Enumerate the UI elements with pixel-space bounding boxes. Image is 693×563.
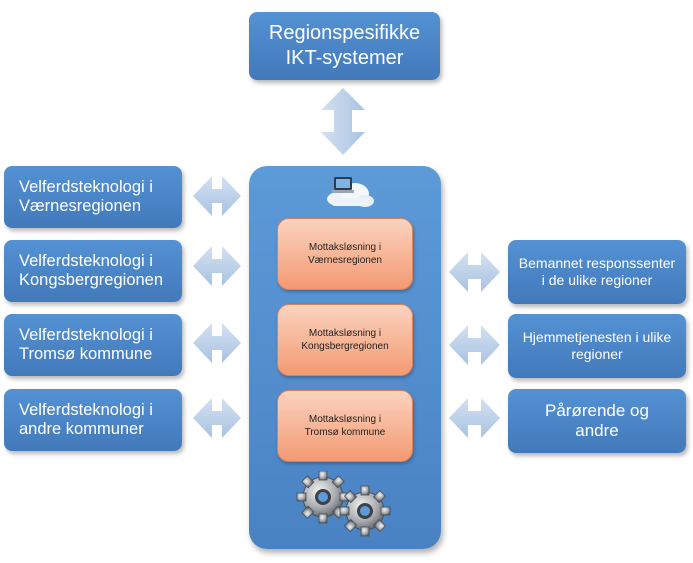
- right-box-1-line-1: Bemannet responssenter: [518, 255, 676, 272]
- center-box-3-line-2: Tromsø kommune: [304, 427, 386, 438]
- double-arrow-left-4: [193, 398, 241, 438]
- double-arrow-top: [321, 88, 365, 155]
- right-box-3-line-2: andre: [575, 421, 619, 440]
- box-welfare-tech-kongsberg: Velferdsteknologi i Kongsbergregionen: [4, 240, 182, 302]
- cloud-computer-icon: [327, 177, 374, 207]
- module-receiver-kongsberg: Mottaksløsning i Kongsbergregionen: [277, 304, 413, 376]
- left-box-1-line-1: Velferdsteknologi i: [19, 177, 153, 196]
- right-box-3-line-1: Pårørende og: [545, 400, 649, 420]
- right-box-2-line-2: regioner: [571, 346, 623, 362]
- double-arrow-left-3: [193, 323, 241, 363]
- left-box-4-line-2: andre kommuner: [19, 420, 144, 438]
- center-panel: Mottaksløsning i Værnesregionen Mottaksl…: [249, 166, 441, 549]
- box-welfare-tech-other: Velferdsteknologi i andre kommuner: [4, 389, 182, 451]
- left-box-2-line-1: Velferdsteknologi i: [19, 251, 153, 270]
- double-arrow-left-2: [193, 246, 241, 286]
- gears-icon: [296, 471, 391, 537]
- double-arrow-right-1: [449, 252, 500, 292]
- double-arrow-right-3: [449, 398, 500, 438]
- center-box-1-line-1: Mottaksløsning i: [308, 242, 382, 253]
- box-staffed-response-center: Bemannet responssenter i de ulike region…: [508, 240, 686, 304]
- box-home-services: Hjemmetjenesten i ulike regioner: [508, 314, 686, 378]
- center-box-3-line-1: Mottaksløsning i: [308, 414, 382, 425]
- box-relatives-and-others: Pårørende og andre: [508, 389, 686, 453]
- left-box-3-line-2: Tromsø kommune: [19, 345, 153, 363]
- top-box-line-1: Regionspesifikke: [268, 22, 421, 44]
- left-box-4-line-1: Velferdsteknologi i: [19, 400, 153, 419]
- module-receiver-tromso: Mottaksløsning i Tromsø kommune: [277, 390, 413, 462]
- box-welfare-tech-varnes: Velferdsteknologi i Værnesregionen: [4, 166, 182, 228]
- center-box-2-line-1: Mottaksløsning i: [308, 328, 382, 339]
- left-box-3-line-1: Velferdsteknologi i: [19, 325, 153, 344]
- top-box-line-2: IKT-systemer: [285, 47, 404, 69]
- double-arrow-left-1: [193, 176, 241, 216]
- box-welfare-tech-tromso: Velferdsteknologi i Tromsø kommune: [4, 314, 182, 376]
- left-box-2-line-2: Kongsbergregionen: [19, 271, 164, 289]
- right-box-2-line-1: Hjemmetjenesten i ulike: [522, 329, 672, 346]
- module-receiver-varnes: Mottaksløsning i Værnesregionen: [277, 218, 413, 290]
- box-regional-ict-systems: Regionspesifikke IKT-systemer: [249, 12, 440, 80]
- right-box-1-line-2: i de ulike regioner: [541, 272, 653, 288]
- center-box-2-line-2: Kongsbergregionen: [301, 341, 389, 352]
- left-box-1-line-2: Værnesregionen: [19, 197, 141, 215]
- center-box-1-line-2: Værnesregionen: [308, 255, 382, 266]
- double-arrow-right-2: [449, 325, 500, 365]
